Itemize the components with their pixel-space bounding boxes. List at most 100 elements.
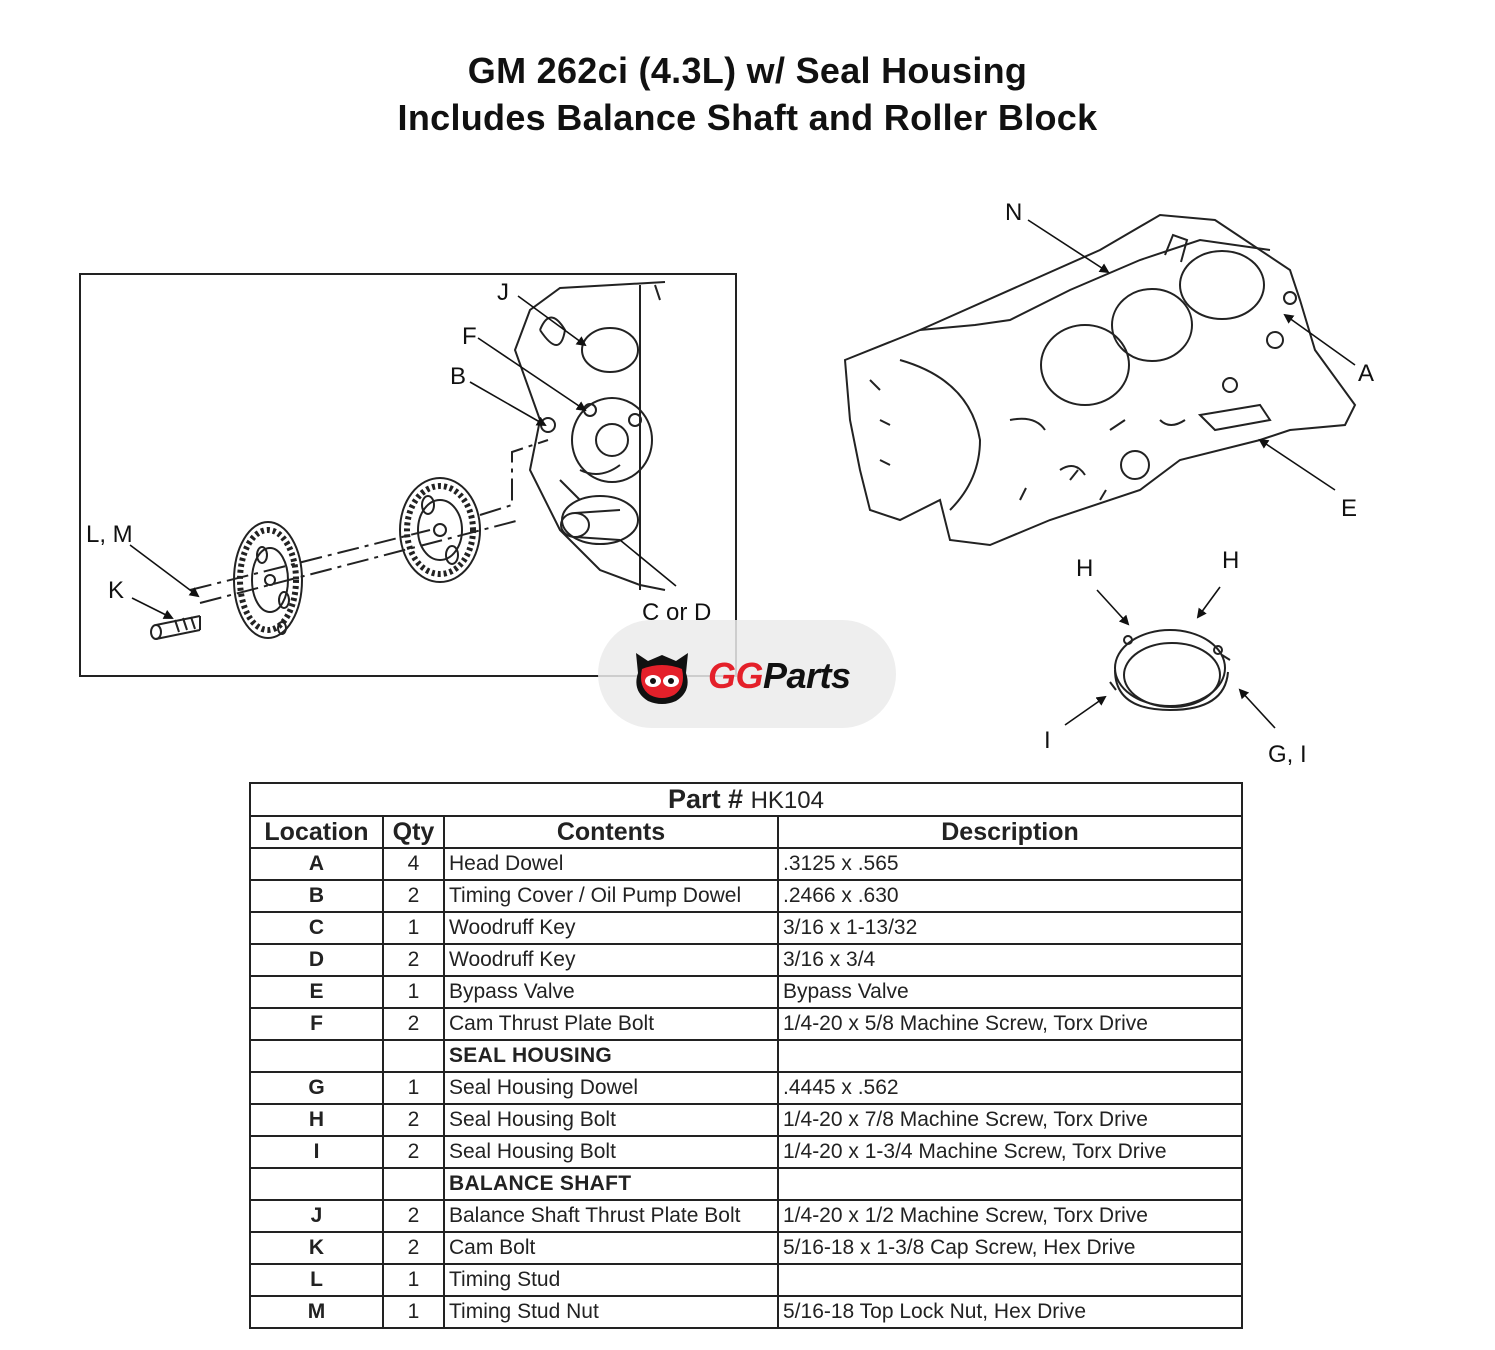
cell-description	[776, 1263, 1244, 1297]
cell-description	[776, 1167, 1244, 1201]
cell-description: .4445 x .562	[776, 1071, 1244, 1105]
cell-location: G	[249, 1071, 384, 1105]
cell-description: .3125 x .565	[776, 847, 1244, 881]
parts-table: Part # HK104 Location Qty Contents Descr…	[248, 782, 1244, 1329]
cell-description: 1/4-20 x 1-3/4 Machine Screw, Torx Drive	[776, 1135, 1244, 1169]
diagram-label-a: A	[1358, 360, 1374, 387]
column-header-row: Location Qty Contents Description	[249, 815, 1244, 849]
diagram-label-k: K	[108, 577, 124, 604]
leader-lines	[129, 219, 1356, 729]
cell-location: E	[249, 975, 384, 1009]
cell-location: L	[249, 1263, 384, 1297]
cell-location: K	[249, 1231, 384, 1265]
cell-location: C	[249, 911, 384, 945]
block-front-drawing	[513, 281, 666, 591]
cell-qty: 2	[382, 1231, 445, 1265]
cell-qty	[382, 1167, 445, 1201]
logo-brand-gg: GG	[708, 655, 764, 696]
cell-description: .2466 x .630	[776, 879, 1244, 913]
cell-location: B	[249, 879, 384, 913]
diagram-label-i: I	[1044, 727, 1051, 754]
cell-contents: BALANCE SHAFT	[443, 1167, 779, 1201]
cell-description	[776, 1039, 1244, 1073]
cell-contents: Timing Cover / Oil Pump Dowel	[443, 879, 779, 913]
part-number-row: Part # HK104	[248, 782, 1244, 817]
cell-qty: 2	[382, 1199, 445, 1233]
cell-location: A	[249, 847, 384, 881]
cell-qty: 2	[382, 879, 445, 913]
cell-contents: Cam Bolt	[443, 1231, 779, 1265]
logo-brand-parts: Parts	[763, 655, 851, 696]
part-label: Part #	[668, 784, 744, 814]
cell-contents: Woodruff Key	[443, 943, 779, 977]
cell-location: M	[249, 1295, 384, 1329]
cell-description: 5/16-18 x 1-3/8 Cap Screw, Hex Drive	[776, 1231, 1244, 1265]
cell-contents: Seal Housing Bolt	[443, 1103, 779, 1137]
diagram-label-g-i: G, I	[1268, 741, 1307, 768]
cell-qty: 1	[382, 1263, 445, 1297]
cell-location: H	[249, 1103, 384, 1137]
cam-sprocket-drawing	[399, 477, 481, 583]
cell-description: 5/16-18 Top Lock Nut, Hex Drive	[776, 1295, 1244, 1329]
cell-contents: Timing Stud	[443, 1263, 779, 1297]
exploded-centerlines	[189, 439, 549, 604]
cell-location	[249, 1039, 384, 1073]
logo-wordmark: GGParts	[708, 655, 851, 697]
diagram-label-lm: L, M	[86, 521, 133, 548]
cell-qty: 1	[382, 975, 445, 1009]
cell-contents: Head Dowel	[443, 847, 779, 881]
crank-sprocket-drawing	[233, 521, 303, 639]
cell-qty	[382, 1039, 445, 1073]
cell-description: 1/4-20 x 7/8 Machine Screw, Torx Drive	[776, 1103, 1244, 1137]
cell-location: F	[249, 1007, 384, 1041]
col-header-contents: Contents	[443, 815, 779, 849]
cell-contents: Bypass Valve	[443, 975, 779, 1009]
cell-location: I	[249, 1135, 384, 1169]
cell-contents: Seal Housing Bolt	[443, 1135, 779, 1169]
cell-qty: 2	[382, 943, 445, 977]
exploded-diagram: J F B L, M K C or D N A E H H I G, I	[79, 199, 1374, 768]
col-header-location: Location	[249, 815, 384, 849]
diagram-label-n: N	[1005, 199, 1022, 226]
cell-description: 1/4-20 x 1/2 Machine Screw, Torx Drive	[776, 1199, 1244, 1233]
cell-description: 3/16 x 1-13/32	[776, 911, 1244, 945]
cell-qty: 2	[382, 1135, 445, 1169]
cell-qty: 1	[382, 1295, 445, 1329]
cell-location	[249, 1167, 384, 1201]
cell-description: 1/4-20 x 5/8 Machine Screw, Torx Drive	[776, 1007, 1244, 1041]
table-section-row: BALANCE SHAFT	[249, 1167, 1244, 1201]
part-number-header: Part # HK104	[248, 782, 1244, 817]
cell-contents: SEAL HOUSING	[443, 1039, 779, 1073]
diagram-label-j: J	[497, 279, 509, 306]
cell-contents: Woodruff Key	[443, 911, 779, 945]
col-header-description: Description	[776, 815, 1244, 849]
cell-qty: 2	[382, 1103, 445, 1137]
table-section-row: SEAL HOUSING	[249, 1039, 1244, 1073]
part-number: HK104	[750, 787, 824, 814]
diagram-label-b: B	[450, 363, 466, 390]
diagram-label-h-left: H	[1076, 555, 1093, 582]
engine-block-drawing	[843, 213, 1357, 547]
cam-bolt-drawing	[150, 615, 201, 640]
cell-qty: 1	[382, 911, 445, 945]
cell-location: D	[249, 943, 384, 977]
cell-description: Bypass Valve	[776, 975, 1244, 1009]
cell-contents: Balance Shaft Thrust Plate Bolt	[443, 1199, 779, 1233]
diagram-label-h-right: H	[1222, 547, 1239, 574]
cell-location: J	[249, 1199, 384, 1233]
page-title: GM 262ci (4.3L) w/ Seal Housing	[467, 50, 1028, 91]
cell-contents: Cam Thrust Plate Bolt	[443, 1007, 779, 1041]
page-subtitle: Includes Balance Shaft and Roller Block	[397, 97, 1098, 138]
